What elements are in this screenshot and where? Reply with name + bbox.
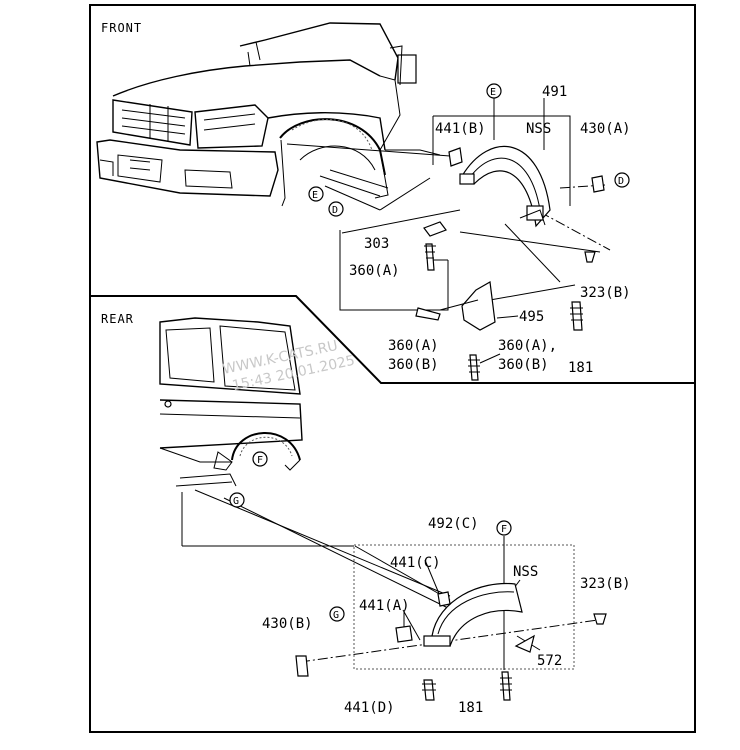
front-markers: E D E D [308,83,630,217]
front-truck-illustration [96,22,441,207]
label-323b-front: 323(B) [580,285,631,301]
label-441c: 441(C) [390,555,441,571]
svg-text:G: G [233,496,239,507]
label-491: 491 [542,84,567,100]
label-360b-2: 360(B) [388,357,439,373]
label-441d: 441(D) [344,700,395,716]
front-fasteners [415,147,605,381]
label-492c: 492(C) [428,516,479,532]
label-323b-rear: 323(B) [580,576,631,592]
label-441a: 441(A) [359,598,410,614]
watermark: WWW.K-CATS.RU 15:43 20.01.2025 [221,338,356,394]
svg-text:D: D [618,176,624,187]
marker-d-truck: D [328,201,344,217]
label-360a-1: 360(A) [349,263,400,279]
marker-d-right: D [614,172,630,188]
rear-part-labels: 492(C) 441(C) NSS 323(B) 441(A) 430(B) 5… [262,516,631,716]
diagram-frame [89,4,696,733]
rear-vehicle-illustration [159,317,303,487]
svg-text:G: G [333,610,339,621]
marker-f-flare: F [496,520,512,536]
front-leader-lines [286,98,611,301]
label-360a-3: 360(A), [498,338,557,354]
label-572: 572 [537,653,562,669]
front-mud-guard [461,281,496,331]
label-181-front: 181 [568,360,593,376]
rear-leader-lines [181,489,599,670]
section-divider [91,295,694,384]
svg-text:E: E [312,190,318,201]
label-360b-3: 360(B) [498,357,549,373]
front-callout-box [339,115,571,311]
section-label-rear: REAR [101,312,134,326]
section-label-front: FRONT [101,21,142,35]
label-430a: 430(A) [580,121,631,137]
rear-fasteners [295,591,607,701]
front-wheel-flare [461,145,551,228]
marker-e-top: E [486,83,502,99]
label-nss-front: NSS [526,121,551,137]
front-part-labels: 491 441(B) NSS 430(A) 303 360(A) 323(B) … [349,84,631,376]
label-360a-2: 360(A) [388,338,439,354]
label-181-rear: 181 [458,700,483,716]
rear-wheel-flare [431,582,523,647]
marker-f-vehicle: F [252,451,268,467]
label-441b: 441(B) [435,121,486,137]
marker-g-part: G [329,606,345,622]
marker-g-vehicle: G [229,492,245,508]
svg-text:F: F [501,524,507,535]
rear-callout-box [353,544,575,670]
marker-e-truck: E [308,186,324,202]
svg-text:F: F [257,455,263,466]
label-430b: 430(B) [262,616,313,632]
svg-text:E: E [490,87,496,98]
label-nss-rear: NSS [513,564,538,580]
label-303: 303 [364,236,389,252]
svg-text:D: D [332,205,338,216]
rear-markers: F G F G [229,451,512,622]
label-495: 495 [519,309,544,325]
